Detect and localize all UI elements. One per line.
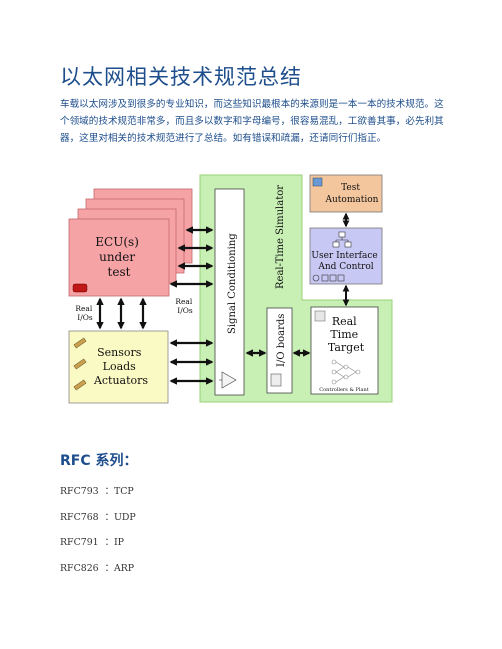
amplifier-icon	[219, 371, 237, 389]
real-ios-label-right: Real I/Os	[175, 297, 194, 315]
realtime-target-label: Real Time Target	[328, 315, 365, 354]
signal-conditioning-label: Signal Conditioning	[227, 233, 238, 334]
document-title: 以太网相关技术规范总结	[60, 65, 302, 89]
signal-conditioning-box	[214, 188, 245, 396]
rfc-section-title: RFC 系列：	[60, 453, 138, 469]
ecu-io-arrows	[169, 226, 214, 288]
network-icon	[332, 231, 352, 248]
ecu-sensor-arrows	[96, 297, 147, 330]
sensors-box	[68, 330, 169, 404]
list-item: RFC826 ：ARP	[60, 562, 135, 574]
controllers-plant-label: Controllers & Plant	[319, 387, 368, 393]
realtime-simulator-label: Real-Time Simulator	[275, 185, 286, 289]
real-ios-label-left: Real I/Os	[75, 304, 94, 322]
test-automation-label: Test Automation	[325, 183, 379, 205]
ecu-stack	[68, 188, 193, 297]
sensor-icons	[73, 337, 87, 391]
user-interface-label: User Interface And Control	[311, 251, 380, 272]
ecu-chip-icon	[72, 283, 88, 293]
intro-paragraph: 车载以太网涉及到很多的专业知识，而这些知识最根本的来源则是一本一本的技术规范。这…	[60, 99, 444, 144]
io-boards-label: I/O boards	[276, 314, 287, 367]
ecu-box	[68, 218, 170, 297]
rfc-list: RFC793 ：TCP RFC768 ：UDP RFC791 ：IP RFC82…	[60, 483, 136, 585]
list-item: RFC791 ：IP	[60, 537, 124, 548]
realtime-target-box	[310, 306, 379, 395]
sensor-io-arrows	[169, 339, 214, 385]
gauge-icons	[312, 274, 345, 282]
sensors-label: Sensors Loads Actuators	[93, 346, 148, 387]
test-automation-icon	[312, 177, 323, 187]
neural-network-icon	[331, 359, 361, 385]
list-item: RFC793 ：TCP	[60, 486, 134, 497]
user-interface-box	[309, 227, 383, 285]
list-item: RFC768 ：UDP	[60, 511, 136, 523]
io-board-icon	[270, 373, 282, 387]
ecu-label: ECU(s) under test	[95, 235, 142, 279]
target-chip-icon	[314, 310, 326, 322]
